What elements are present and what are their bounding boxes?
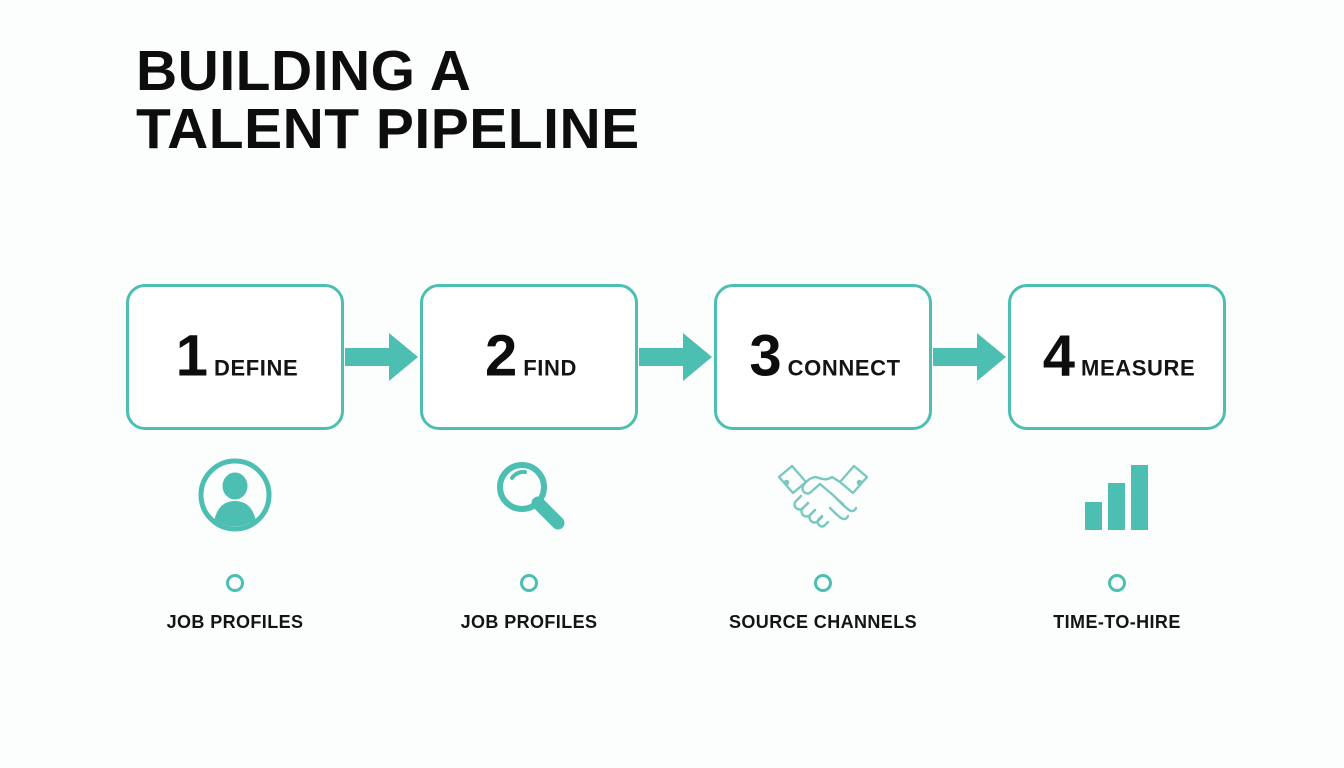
bullet-ring-icon [226,574,244,592]
step-2-label: FIND [523,355,577,381]
step-box-1[interactable]: 1 DEFINE [126,284,344,430]
detail-column-3: SOURCE CHANNELS [714,452,932,652]
title-line-2: TALENT PIPELINE [136,97,640,161]
title-line-1: BUILDING A [136,39,472,103]
detail-columns-row: JOB PROFILES JOB PROFILES [126,452,1226,652]
detail-column-2: JOB PROFILES [420,452,638,652]
arrow-right-icon [933,333,1006,381]
icon-slot-3 [775,452,871,538]
bar-chart-icon [1085,465,1148,530]
bullet-ring-icon [814,574,832,592]
icon-slot-4 [1081,452,1153,538]
icon-slot-2 [490,452,568,538]
step-box-2[interactable]: 2 FIND [420,284,638,430]
page-title: BUILDING A TALENT PIPELINE [136,42,836,158]
detail-column-1: JOB PROFILES [126,452,344,652]
pipeline-steps-row: 1 DEFINE 2 FIND 3 CONNECT 4 MEASURE [126,284,1226,430]
detail-column-4: TIME-TO-HIRE [1008,452,1226,652]
user-profile-icon [198,458,272,532]
step-4-label: MEASURE [1081,355,1196,381]
step-box-3[interactable]: 3 CONNECT [714,284,932,430]
step-1-number: 1 [175,323,208,389]
bullet-ring-icon [1108,574,1126,592]
step-1-label: DEFINE [213,355,299,381]
handshake-icon [777,464,869,528]
step-2-number: 2 [485,323,517,389]
step-3-number: 3 [749,323,781,389]
magnifier-icon [497,462,565,530]
detail-caption-1: JOB PROFILES [166,612,304,632]
step-1-content: 1 DEFINE [129,323,341,389]
step-4-content: 4 MEASURE [1011,323,1223,389]
step-box-4[interactable]: 4 MEASURE [1008,284,1226,430]
detail-caption-4: TIME-TO-HIRE [1053,612,1181,632]
step-2-content: 2 FIND [423,323,635,389]
arrow-right-icon [639,333,712,381]
step-4-number: 4 [1042,323,1075,389]
detail-caption-3: SOURCE CHANNELS [728,612,917,632]
detail-caption-2: JOB PROFILES [460,612,598,632]
step-3-label: CONNECT [787,355,901,381]
icon-slot-1 [196,452,274,538]
step-3-content: 3 CONNECT [717,323,929,389]
bullet-ring-icon [520,574,538,592]
arrow-right-icon [345,333,418,381]
